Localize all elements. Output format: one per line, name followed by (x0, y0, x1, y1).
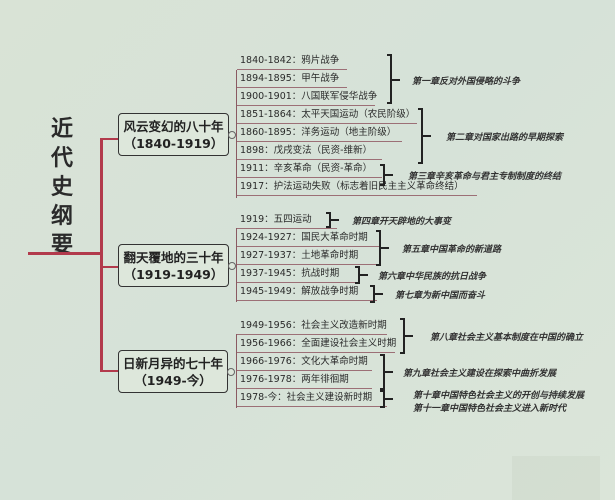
list-item: 1898：戊戌变法（民资-维新） (237, 142, 382, 160)
branch-spine (100, 138, 103, 372)
chapter-label: 第六章中华民族的抗日战争 (378, 272, 487, 282)
period-node-1919-1949[interactable]: 翻天覆地的三十年 （1919-1949） (118, 244, 229, 287)
bracket-tick (381, 247, 389, 249)
root-char: 纲 (50, 204, 73, 229)
period-range: （1840-1919） (123, 136, 224, 151)
branch-connector (100, 370, 118, 372)
period-range: （1949-今） (134, 373, 212, 388)
list-item: 1840-1842：鸦片战争 (237, 52, 347, 70)
bracket (380, 164, 385, 186)
collapse-toggle-icon[interactable] (228, 131, 236, 139)
list-item: 1945-1949：解放战争时期 (237, 283, 377, 301)
collapse-toggle-icon[interactable] (228, 262, 236, 270)
bracket (418, 108, 423, 164)
items-connector (236, 228, 237, 302)
period-node-1840-1919[interactable]: 风云变幻的八十年 （1840-1919） (118, 113, 229, 156)
branch-connector (100, 138, 118, 140)
collapse-toggle-icon[interactable] (227, 368, 235, 376)
root-char: 近 (50, 117, 73, 142)
list-item: 1851-1864：太平天国运动（农民阶级） (237, 106, 417, 124)
list-item: 1894-1895：甲午战争 (237, 70, 347, 88)
list-item: 1911：辛亥革命（民资-革命） (237, 160, 382, 178)
items-connector (236, 334, 237, 408)
bracket-tick (385, 398, 393, 400)
bracket (370, 285, 375, 303)
list-item: 1956-1966：全面建设社会主义时期 (237, 335, 396, 353)
bracket-tick (375, 293, 383, 295)
items-list-1: 1840-1842：鸦片战争 1894-1895：甲午战争 1900-1901：… (237, 52, 477, 196)
list-item: 1937-1945：抗战时期 (237, 265, 359, 283)
bracket (326, 212, 331, 228)
chapter-label: 第二章对国家出路的早期探索 (446, 133, 564, 143)
list-item: 1919：五四运动 (237, 211, 337, 229)
root-title: 近 代 史 纲 要 (45, 115, 79, 260)
chapter-label: 第一章反对外国侵略的斗争 (412, 77, 521, 87)
list-item: 1860-1895：洋务运动（地主阶级） (237, 124, 402, 142)
branch-connector (100, 266, 118, 268)
period-title: 日新月异的七十年 (122, 356, 223, 371)
items-list-2: 1919：五四运动 1924-1927：国民大革命时期 1927-1937：土地… (237, 211, 379, 301)
bracket-tick (385, 174, 393, 176)
bracket-tick (405, 335, 413, 337)
chapter-label: 第十章中国特色社会主义的开创与持续发展 (413, 391, 585, 401)
chapter-label: 第七章为新中国而奋斗 (395, 291, 486, 301)
chapter-label: 第八章社会主义基本制度在中国的确立 (430, 333, 584, 343)
items-connector (236, 70, 237, 198)
list-item: 1978-今：社会主义建设新时期 (237, 389, 387, 407)
chapter-label: 第十一章中国特色社会主义进入新时代 (413, 404, 567, 414)
bracket-tick (385, 371, 393, 373)
bracket (380, 354, 385, 390)
list-item: 1966-1976：文化大革命时期 (237, 353, 372, 371)
root-connector (28, 252, 100, 255)
list-item: 1917：护法运动失败（标志着旧民主主义革命终结） (237, 178, 477, 196)
chapter-label: 第四章开天辟地的大事变 (352, 217, 452, 227)
root-char: 史 (50, 175, 73, 200)
period-range: （1919-1949） (123, 267, 224, 282)
bracket (355, 266, 360, 284)
root-char: 要 (50, 233, 73, 258)
bracket-tick (331, 219, 339, 221)
bracket-tick (360, 274, 368, 276)
list-item: 1949-1956：社会主义改造新时期 (237, 317, 387, 335)
period-title: 风云变幻的八十年 (123, 119, 224, 134)
chapter-label: 第九章社会主义建设在探索中曲折发展 (403, 369, 557, 379)
bracket-tick (423, 135, 431, 137)
list-item: 1927-1937：土地革命时期 (237, 247, 379, 265)
bracket (387, 54, 392, 104)
watermark-block (512, 456, 600, 500)
bracket-tick (392, 79, 400, 81)
list-item: 1976-1978：两年徘徊期 (237, 371, 372, 389)
bracket (400, 318, 405, 354)
period-title: 翻天覆地的三十年 (123, 250, 224, 265)
bracket (380, 390, 385, 408)
list-item: 1924-1927：国民大革命时期 (237, 229, 379, 247)
list-item: 1900-1901：八国联军侵华战争 (237, 88, 377, 106)
bracket (376, 230, 381, 266)
period-node-1949-now[interactable]: 日新月异的七十年 （1949-今） (118, 350, 228, 393)
chapter-label: 第五章中国革命的新道路 (402, 245, 502, 255)
root-char: 代 (50, 146, 73, 171)
chapter-label: 第三章辛亥革命与君主专制制度的终结 (408, 172, 562, 182)
items-list-3: 1949-1956：社会主义改造新时期 1956-1966：全面建设社会主义时期… (237, 317, 396, 407)
